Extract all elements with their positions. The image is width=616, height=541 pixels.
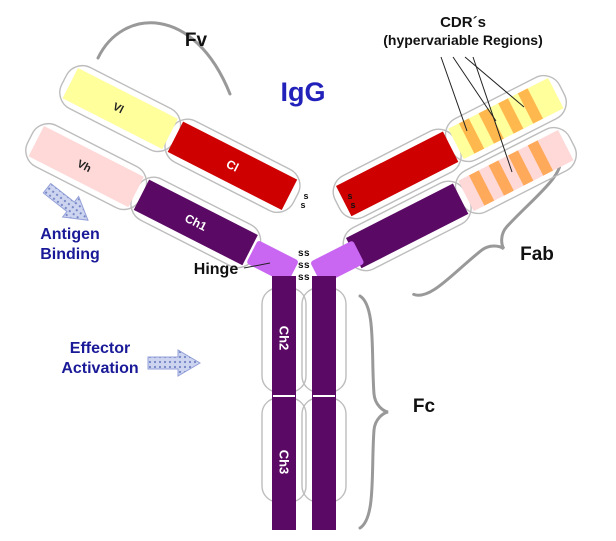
hinge-label: Hinge	[194, 261, 239, 278]
fab-brace	[412, 156, 562, 297]
left-interchain-bond-s: s	[303, 191, 308, 201]
cl-domain	[167, 121, 298, 210]
cl-label: Cl	[224, 157, 241, 175]
hinge-pointer-line	[243, 262, 271, 269]
hinge-disulfide-bond: ss	[298, 272, 310, 283]
effector-activation-arrow-icon	[147, 349, 201, 377]
right-cl-domain	[336, 131, 459, 217]
right-heavy-stem	[312, 276, 336, 530]
fc-brace-group	[358, 294, 389, 530]
cdr-title: CDR´s	[440, 14, 486, 31]
fv-bracket-arc	[96, 21, 232, 96]
hinge-disulfide-bond: ss	[298, 248, 310, 259]
cdr-stripe	[517, 88, 544, 124]
ch1-domain	[133, 179, 258, 266]
vl-domain	[62, 68, 178, 150]
cdr-pointer-line	[452, 56, 497, 122]
cdr-stripe	[478, 108, 504, 144]
igg-title: IgG	[281, 77, 326, 107]
antigen-binding-arrow-group	[42, 182, 89, 221]
cdr-stripe	[508, 150, 534, 186]
vh-domain	[28, 126, 144, 208]
fv-label: Fv	[185, 30, 208, 51]
right-ch1-domain	[346, 183, 469, 269]
vl-label: Vl	[111, 101, 126, 116]
fab-brace-group	[412, 156, 562, 297]
hinge-disulfide-bond: ss	[298, 260, 310, 271]
right-interchain-bond-s: s	[347, 191, 352, 201]
cdr-stripe	[488, 160, 514, 196]
fc-brace	[358, 294, 389, 530]
hinge-right-segment	[311, 241, 364, 285]
ch2-label: Ch2	[277, 326, 292, 351]
antigen-binding-label-line2: Binding	[40, 246, 100, 263]
right-interchain-bond-s: s	[350, 200, 355, 210]
cdr-subtitle: (hypervariable Regions)	[383, 32, 543, 48]
vh-label: Vh	[75, 158, 93, 175]
antigen-binding-arrow-icon	[42, 182, 89, 221]
effector-activation-label-line1: Effector	[70, 340, 130, 357]
cdr-stripe	[527, 140, 554, 176]
antigen-binding-label-line1: Antigen	[40, 226, 100, 243]
left-heavy-stem	[272, 276, 296, 530]
effector-activation-arrow-group	[147, 349, 201, 377]
effector-activation-label-line2: Activation	[61, 360, 138, 377]
right-light-chain	[332, 74, 567, 220]
cdr-stripe	[498, 98, 524, 134]
left-heavy-chain: Vh Ch1	[25, 122, 262, 269]
hinge-left-segment	[247, 241, 298, 284]
cdr-pointer-line	[440, 56, 468, 132]
cdr-pointer-line	[464, 56, 525, 108]
left-light-chain: Vl Cl	[59, 64, 301, 213]
cdr-stripe	[468, 170, 495, 206]
cdr-pointer-line	[472, 56, 513, 173]
hinge-right-group	[311, 241, 364, 285]
right-heavy-chain	[342, 126, 577, 272]
fab-label: Fab	[520, 244, 554, 265]
hinge-left-group	[247, 241, 298, 284]
left-interchain-bond-s: s	[300, 200, 305, 210]
ch3-label: Ch3	[277, 450, 292, 475]
fc-label: Fc	[413, 396, 436, 417]
